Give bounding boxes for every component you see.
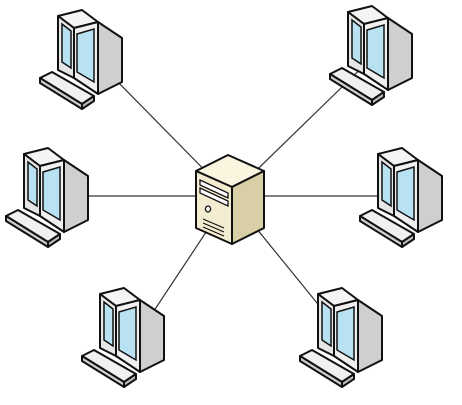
computer-icon (329, 5, 413, 106)
server-tower-icon (195, 154, 265, 245)
computer-icon (39, 9, 123, 110)
computer-icon (359, 147, 443, 248)
diagram-caption (0, 388, 462, 405)
computer-icon (81, 287, 165, 388)
computer-icon (299, 287, 383, 388)
computer-icon (5, 147, 89, 248)
